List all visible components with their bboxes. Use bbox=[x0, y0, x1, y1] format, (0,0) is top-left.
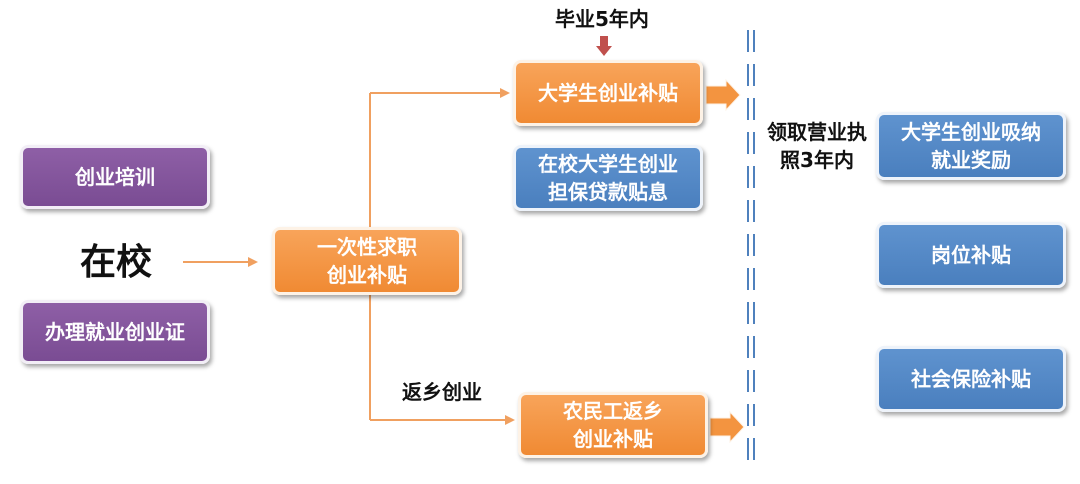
dashed-divider bbox=[747, 30, 755, 470]
univ-startup-subsidy-label: 大学生创业补贴 bbox=[538, 81, 678, 105]
down-arrow-icon bbox=[596, 36, 612, 56]
return-home-startup-label: 返乡创业 bbox=[402, 380, 482, 404]
employment-certificate-label: 办理就业创业证 bbox=[45, 320, 185, 344]
migrant-worker-subsidy-label: 农民工返乡 创业补贴 bbox=[563, 399, 663, 451]
social-insurance-subsidy-box: 社会保险补贴 bbox=[876, 346, 1066, 412]
loan-interest-subsidy-box: 在校大学生创业 担保贷款贴息 bbox=[513, 145, 703, 211]
at-school-label: 在校 bbox=[80, 242, 153, 283]
employment-reward-label: 大学生创业吸纳 就业奖励 bbox=[901, 120, 1041, 172]
loan-interest-subsidy-label: 在校大学生创业 担保贷款贴息 bbox=[538, 152, 678, 204]
graduation-5-years-label: 毕业5年内 bbox=[555, 7, 649, 31]
block-arrow-top-icon bbox=[705, 78, 741, 112]
arrow-to-univ-subsidy bbox=[370, 88, 510, 98]
arrow-to-migrant-subsidy bbox=[370, 415, 515, 425]
post-subsidy-label: 岗位补贴 bbox=[931, 243, 1011, 267]
one-time-subsidy-box: 一次性求职 创业补贴 bbox=[272, 227, 462, 295]
social-insurance-subsidy-label: 社会保险补贴 bbox=[911, 367, 1031, 391]
employment-certificate-box: 办理就业创业证 bbox=[20, 300, 210, 364]
employment-reward-box: 大学生创业吸纳 就业奖励 bbox=[876, 112, 1066, 180]
univ-startup-subsidy-box: 大学生创业补贴 bbox=[513, 60, 703, 126]
arrow-at-school-to-one-time bbox=[183, 257, 258, 267]
migrant-worker-subsidy-box: 农民工返乡 创业补贴 bbox=[518, 392, 708, 458]
one-time-subsidy-label: 一次性求职 创业补贴 bbox=[317, 235, 417, 287]
license-3-years-label: 领取营业执 照3年内 bbox=[767, 120, 867, 172]
startup-training-box: 创业培训 bbox=[20, 145, 210, 209]
startup-training-label: 创业培训 bbox=[75, 165, 155, 189]
block-arrow-bottom-icon bbox=[709, 410, 745, 444]
post-subsidy-box: 岗位补贴 bbox=[876, 222, 1066, 288]
